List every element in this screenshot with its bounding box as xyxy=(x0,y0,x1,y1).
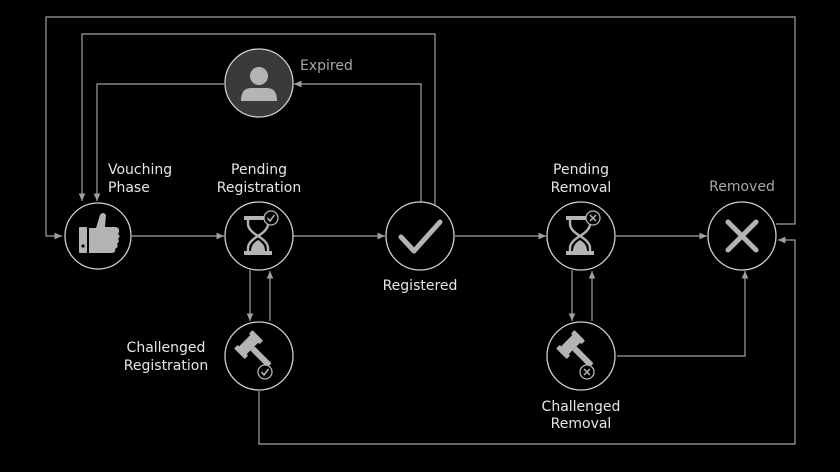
expired-label: Expired xyxy=(300,58,353,74)
hourglass-check-icon xyxy=(244,210,279,255)
node-expired: Expired xyxy=(224,48,353,118)
thumbs-up-icon xyxy=(79,213,120,253)
edge-challenged-registration-to-removed xyxy=(258,236,796,445)
node-registered: Registered xyxy=(383,201,458,294)
node-pending-removal: Pending Removal xyxy=(546,162,616,271)
node-removed: Removed xyxy=(707,179,777,271)
edge-challenged-removal-to-removed xyxy=(617,271,749,357)
challenged-removal-label-line1: Challenged xyxy=(542,399,621,415)
node-challenged-removal: Challenged Removal xyxy=(542,321,621,432)
challenged-registration-label-line1: Challenged xyxy=(127,340,206,356)
user-icon xyxy=(241,67,277,101)
node-vouching-phase: Vouching Phase xyxy=(64,162,172,270)
challenged-removal-label-line2: Removal xyxy=(551,416,612,432)
removed-label: Removed xyxy=(709,179,775,195)
checkmark-icon xyxy=(398,219,443,254)
pending-registration-label-line1: Pending xyxy=(231,162,287,178)
registered-label: Registered xyxy=(383,278,458,294)
edges xyxy=(45,16,796,445)
edge-expired-to-vouching xyxy=(93,83,224,201)
node-pending-registration: Pending Registration xyxy=(217,162,301,271)
pending-removal-label-line1: Pending xyxy=(553,162,609,178)
x-icon xyxy=(725,219,759,253)
gavel-check-icon xyxy=(234,330,273,380)
gavel-x-icon xyxy=(556,330,595,380)
hourglass-x-icon xyxy=(566,210,601,255)
edge-registered-to-vouching xyxy=(78,33,436,206)
challenged-registration-label-line2: Registration xyxy=(124,358,208,374)
pending-removal-label-line2: Removal xyxy=(551,180,612,196)
vouching-label-line2: Phase xyxy=(108,180,150,196)
edge-registered-to-expired xyxy=(294,80,422,202)
pending-registration-label-line2: Registration xyxy=(217,180,301,196)
vouching-label-line1: Vouching xyxy=(108,162,172,178)
node-challenged-registration: Challenged Registration xyxy=(124,321,294,391)
edge-removed-to-vouching xyxy=(45,16,796,240)
